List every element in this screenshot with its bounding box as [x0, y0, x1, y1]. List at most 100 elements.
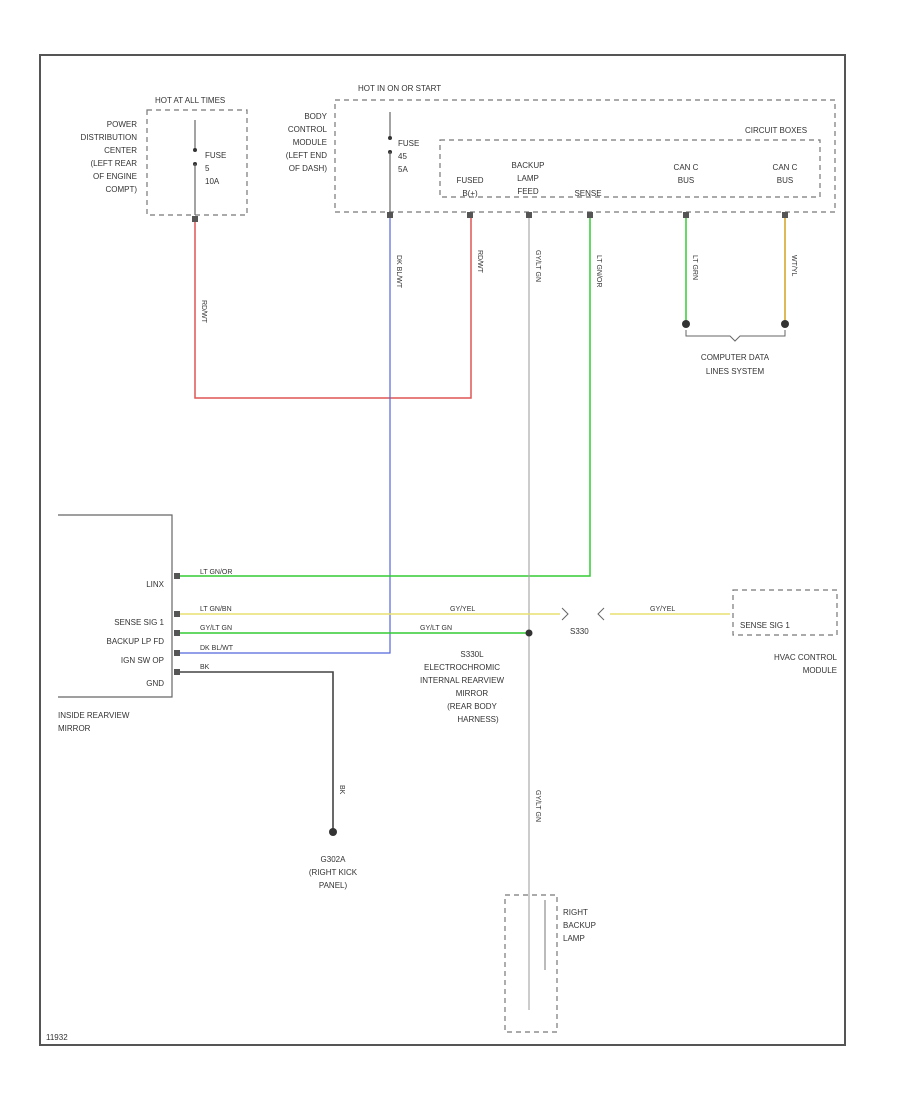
diagram-frame	[39, 54, 846, 1046]
can-c-bus-2-label: CAN C BUS	[773, 163, 798, 185]
svg-text:CENTER: CENTER	[104, 146, 137, 155]
svg-text:S330L: S330L	[460, 650, 484, 659]
svg-text:10A: 10A	[205, 177, 220, 186]
backup-wire-label-mid: GY/LT GN	[420, 625, 452, 632]
svg-text:5: 5	[205, 164, 210, 173]
ign-wire-label: DK BL/WT	[200, 645, 234, 652]
svg-text:INSIDE REARVIEW: INSIDE REARVIEW	[58, 711, 130, 720]
fused-bat-label: FUSED B(+)	[456, 176, 483, 198]
top-connector-pins	[192, 212, 788, 222]
hvac-pin-label: SENSE SIG 1	[740, 621, 790, 630]
linx-wire-label: LT GN/OR	[200, 569, 232, 576]
svg-text:COMPUTER DATA: COMPUTER DATA	[701, 353, 770, 362]
splice-dot	[525, 629, 533, 637]
svg-text:BUS: BUS	[678, 176, 694, 185]
gray-wire-label: GY/LT GN	[534, 250, 541, 282]
sense-wire-label-right: GY/YEL	[650, 606, 675, 613]
blue-wire-label: DK BL/WT	[395, 255, 402, 289]
can-c-bus-1-label: CAN C BUS	[674, 163, 699, 185]
svg-text:RIGHT: RIGHT	[563, 908, 588, 917]
svg-text:G302A: G302A	[321, 855, 347, 864]
circuit-boxes-box	[439, 139, 821, 198]
computer-data-lines-label: COMPUTER DATA LINES SYSTEM	[701, 353, 770, 376]
mirror-pin-labels: LINX SENSE SIG 1 BACKUP LP FD IGN SW OP …	[106, 580, 164, 688]
inline-connector	[561, 607, 605, 621]
svg-text:5A: 5A	[398, 165, 408, 174]
svg-text:FUSED: FUSED	[456, 176, 483, 185]
fuse-5: FUSE 5 10A	[193, 120, 226, 215]
can-green-wire-label: LT GRN	[691, 255, 698, 280]
ground-terminal	[329, 828, 337, 836]
svg-text:GND: GND	[146, 679, 164, 688]
svg-text:(LEFT END: (LEFT END	[286, 151, 327, 160]
backup-lamp-feed-label: BACKUP LAMP FEED	[512, 161, 545, 196]
svg-text:COMPT): COMPT)	[105, 185, 137, 194]
svg-text:BACKUP: BACKUP	[563, 921, 596, 930]
bcm-label: BODY CONTROL MODULE (LEFT END OF DASH)	[286, 112, 328, 173]
svg-text:BACKUP: BACKUP	[512, 161, 545, 170]
svg-text:LAMP: LAMP	[563, 934, 585, 943]
svg-text:CONTROL: CONTROL	[288, 125, 328, 134]
svg-text:OF DASH): OF DASH)	[289, 164, 328, 173]
svg-text:POWER: POWER	[107, 120, 137, 129]
green-wire-label: LT GN/OR	[595, 255, 602, 287]
svg-text:HVAC CONTROL: HVAC CONTROL	[774, 653, 838, 662]
backup-wire-label-left: GY/LT GN	[200, 625, 232, 632]
ground-wire	[180, 671, 334, 830]
sense-wire-label-mid: GY/YEL	[450, 606, 475, 613]
pdc-fuse-box	[146, 109, 248, 216]
svg-text:FUSE: FUSE	[205, 151, 226, 160]
svg-text:MIRROR: MIRROR	[58, 724, 91, 733]
computer-data-bracket	[685, 330, 786, 342]
hot-at-all-times-label: HOT AT ALL TIMES	[155, 96, 225, 105]
hvac-name-label: HVAC CONTROL MODULE	[774, 653, 838, 675]
can-green-terminal	[682, 320, 690, 328]
splice-label: S330L ELECTROCHROMIC INTERNAL REARVIEW M…	[420, 650, 504, 724]
svg-text:(REAR BODY: (REAR BODY	[447, 702, 497, 711]
svg-text:(LEFT REAR: (LEFT REAR	[90, 159, 137, 168]
red-wire	[194, 218, 472, 399]
mirror-box	[58, 514, 173, 698]
blue-wire	[180, 218, 391, 654]
svg-text:CAN C: CAN C	[773, 163, 798, 172]
svg-text:LAMP: LAMP	[517, 174, 539, 183]
ground-label: G302A (RIGHT KICK PANEL)	[309, 855, 358, 890]
green-wire	[180, 218, 591, 577]
svg-text:INTERNAL REARVIEW: INTERNAL REARVIEW	[420, 676, 504, 685]
svg-text:MODULE: MODULE	[803, 666, 837, 675]
red-wire-label-left: RD/WT	[200, 300, 207, 324]
sense-wire-label-left: LT GN/BN	[200, 606, 232, 613]
ground-wire-label: BK	[200, 664, 210, 671]
svg-text:BACKUP LP FD: BACKUP LP FD	[106, 637, 164, 646]
svg-text:MODULE: MODULE	[293, 138, 327, 147]
svg-text:HARNESS): HARNESS)	[457, 715, 499, 724]
mirror-pin-terminals	[174, 573, 180, 675]
red-wire-label-right: RD/WT	[476, 250, 483, 274]
hot-in-on-start-label: HOT IN ON OR START	[358, 84, 441, 93]
hvac-box	[732, 589, 838, 636]
diagram-code: 11932	[46, 1033, 68, 1042]
svg-text:BUS: BUS	[777, 176, 793, 185]
svg-text:LINES SYSTEM: LINES SYSTEM	[706, 367, 765, 376]
right-backup-lamp-box	[504, 894, 558, 1033]
svg-text:LINX: LINX	[146, 580, 164, 589]
svg-text:DISTRIBUTION: DISTRIBUTION	[81, 133, 138, 142]
pdc-label: POWER DISTRIBUTION CENTER (LEFT REAR OF …	[81, 120, 138, 194]
svg-text:B(+): B(+)	[462, 189, 478, 198]
svg-text:CAN C: CAN C	[674, 163, 699, 172]
svg-text:45: 45	[398, 152, 407, 161]
svg-text:IGN SW OP: IGN SW OP	[121, 656, 164, 665]
svg-text:(RIGHT KICK: (RIGHT KICK	[309, 868, 358, 877]
svg-text:FEED: FEED	[517, 187, 539, 196]
ground-wire-label-vertical: BK	[338, 785, 345, 795]
circuit-boxes-label: CIRCUIT BOXES	[745, 126, 807, 135]
mirror-name-label: INSIDE REARVIEW MIRROR	[58, 711, 130, 733]
inline-connector-label: S330	[570, 627, 589, 636]
svg-text:FUSE: FUSE	[398, 139, 419, 148]
right-backup-lamp-label: RIGHT BACKUP LAMP	[563, 908, 596, 943]
svg-text:SENSE SIG 1: SENSE SIG 1	[114, 618, 164, 627]
svg-text:OF ENGINE: OF ENGINE	[93, 172, 137, 181]
can-yellow-terminal	[781, 320, 789, 328]
svg-text:ELECTROCHROMIC: ELECTROCHROMIC	[424, 663, 500, 672]
